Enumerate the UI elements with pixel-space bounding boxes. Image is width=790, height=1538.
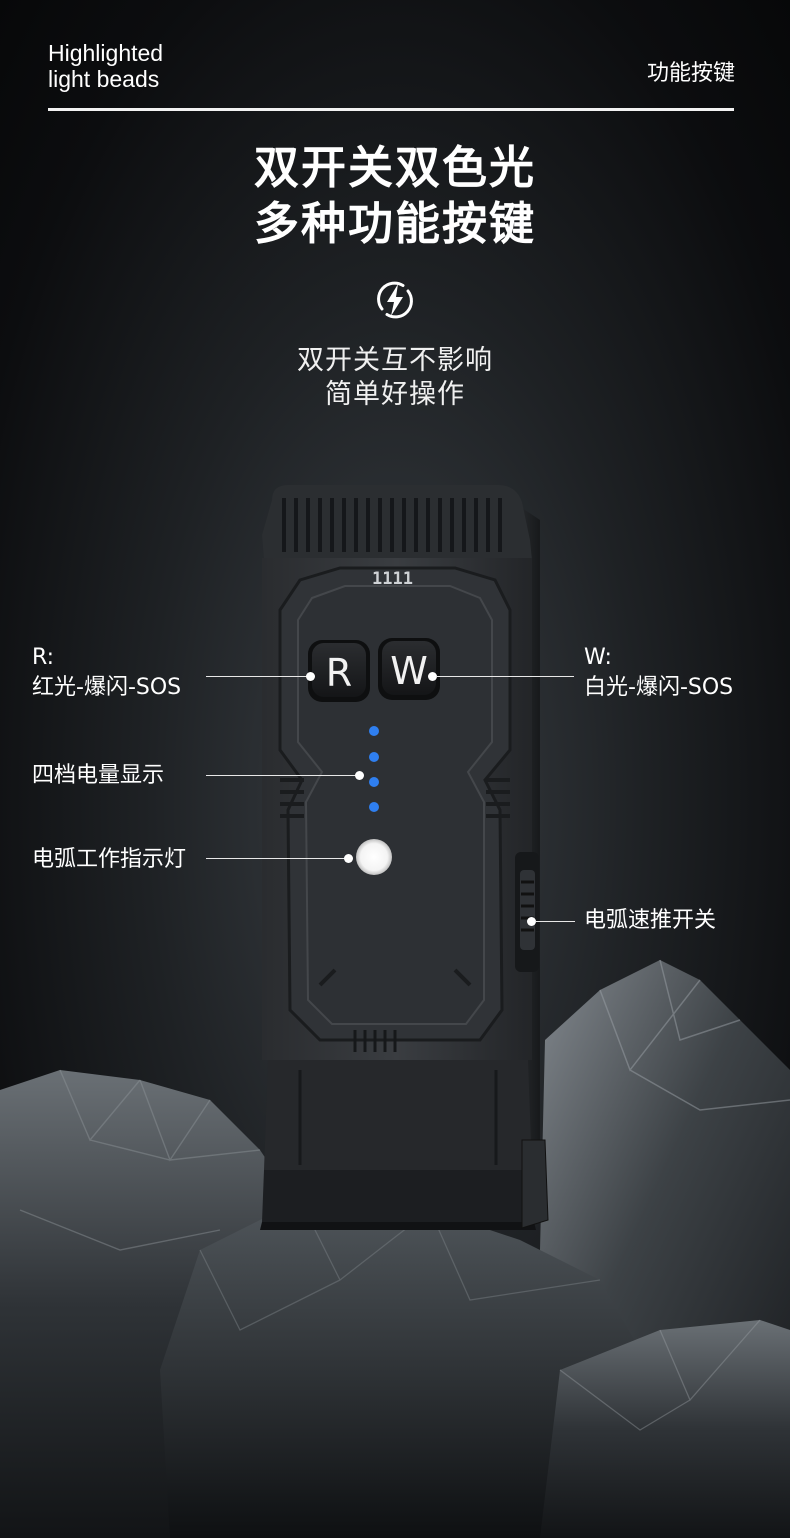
callout-white-dot	[428, 672, 437, 681]
callout-battery-line	[206, 775, 356, 776]
subheadline: 双开关互不影响 简单好操作	[0, 344, 790, 412]
section-title: 功能按键	[646, 61, 735, 86]
battery-led	[369, 777, 379, 787]
arc-slide-switch[interactable]	[515, 852, 539, 972]
white-light-button[interactable]: W	[378, 638, 440, 700]
callout-battery-dot	[355, 771, 364, 780]
callout-arc-switch: 电弧速推开关	[584, 908, 717, 933]
brand-line-1: Highlighted	[48, 40, 164, 66]
callout-arc-switch-dot	[527, 917, 536, 926]
callout-white-line	[436, 676, 574, 677]
callout-red-title: R:	[32, 645, 55, 670]
header-divider	[48, 108, 734, 111]
headline-line-1: 双开关双色光	[253, 141, 536, 194]
callout-arc-light: 电弧工作指示灯	[32, 847, 187, 872]
battery-indicator	[369, 726, 379, 812]
callout-white: W: 白光-爆闪-SOS	[584, 643, 733, 703]
callout-red-dot	[306, 672, 315, 681]
callout-red-line	[206, 676, 308, 677]
arc-indicator-light	[356, 839, 392, 875]
callout-white-desc: 白光-爆闪-SOS	[584, 675, 734, 700]
battery-led	[369, 726, 379, 736]
brand-text: Highlighted light beads	[48, 40, 163, 92]
callout-arc-switch-line	[535, 921, 575, 922]
flashlight-device: 1111 R W	[260, 485, 549, 1230]
callout-battery: 四档电量显示	[32, 763, 165, 788]
callout-red: R: 红光-爆闪-SOS	[32, 643, 181, 703]
headline: 双开关双色光 多种功能按键	[0, 140, 790, 252]
grille-mark: 1111	[372, 569, 413, 589]
headline-line-2: 多种功能按键	[253, 197, 536, 250]
red-light-button[interactable]: R	[308, 640, 370, 702]
red-button-label: R	[326, 651, 352, 695]
callout-red-desc: 红光-爆闪-SOS	[32, 675, 182, 700]
rocks-background	[0, 959, 790, 1538]
callout-arc-light-dot	[344, 854, 353, 863]
callout-white-title: W:	[584, 645, 612, 670]
battery-led	[369, 802, 379, 812]
top-grille	[282, 498, 502, 552]
subheadline-line-2: 简单好操作	[325, 379, 465, 410]
brand-line-2: light beads	[48, 66, 160, 92]
lightning-bolt-icon	[377, 281, 413, 319]
subheadline-line-1: 双开关互不影响	[297, 345, 493, 376]
battery-led	[369, 752, 379, 762]
callout-arc-light-line	[206, 858, 346, 859]
white-button-label: W	[390, 649, 428, 693]
